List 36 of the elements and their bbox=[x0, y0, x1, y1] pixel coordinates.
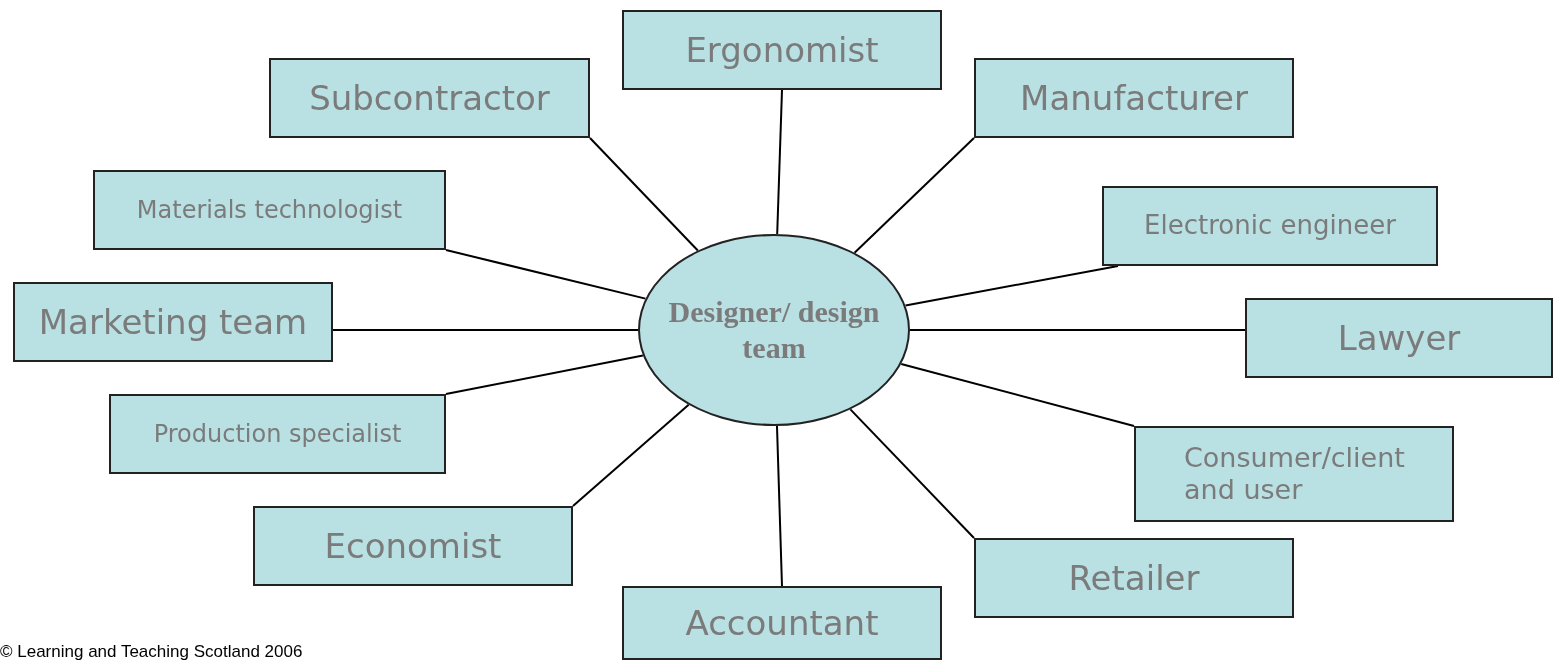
node-label: Subcontractor bbox=[309, 77, 550, 119]
role-box bbox=[622, 586, 942, 660]
node-label: Manufacturer bbox=[1020, 77, 1248, 119]
role-box bbox=[253, 506, 573, 586]
node-label: Electronic engineer bbox=[1144, 210, 1396, 242]
role-box bbox=[109, 394, 446, 474]
role-box bbox=[974, 538, 1294, 618]
connector-line bbox=[849, 408, 975, 539]
role-box bbox=[1102, 186, 1438, 266]
connector-line bbox=[589, 137, 699, 252]
node-label: Accountant bbox=[685, 602, 879, 644]
connector-line bbox=[445, 354, 644, 395]
connector-line bbox=[909, 329, 1246, 331]
node-label: Production specialist bbox=[153, 419, 402, 449]
role-box bbox=[974, 58, 1294, 138]
copyright-note: © Learning and Teaching Scotland 2006 bbox=[0, 642, 303, 662]
role-box bbox=[1245, 298, 1553, 378]
node-label: Lawyer bbox=[1337, 317, 1461, 359]
connector-line bbox=[853, 137, 975, 254]
node-label: Consumer/client and user bbox=[1184, 441, 1405, 507]
node-label: Marketing team bbox=[38, 301, 308, 343]
node-label: Economist bbox=[324, 525, 502, 567]
connector-line bbox=[904, 265, 1119, 307]
connector-line bbox=[776, 425, 783, 587]
node-label: Retailer bbox=[1068, 557, 1200, 599]
node-label: Materials technologist bbox=[136, 195, 403, 225]
node-label: Ergonomist bbox=[685, 29, 879, 71]
role-box bbox=[13, 282, 333, 362]
role-box bbox=[93, 170, 446, 250]
connector-line bbox=[776, 89, 783, 236]
node-label: Designer/ design team bbox=[667, 294, 881, 366]
connector-line bbox=[572, 403, 690, 507]
role-box bbox=[622, 10, 942, 90]
role-box bbox=[1134, 426, 1454, 522]
role-box bbox=[269, 58, 590, 138]
connector-line bbox=[332, 329, 639, 331]
